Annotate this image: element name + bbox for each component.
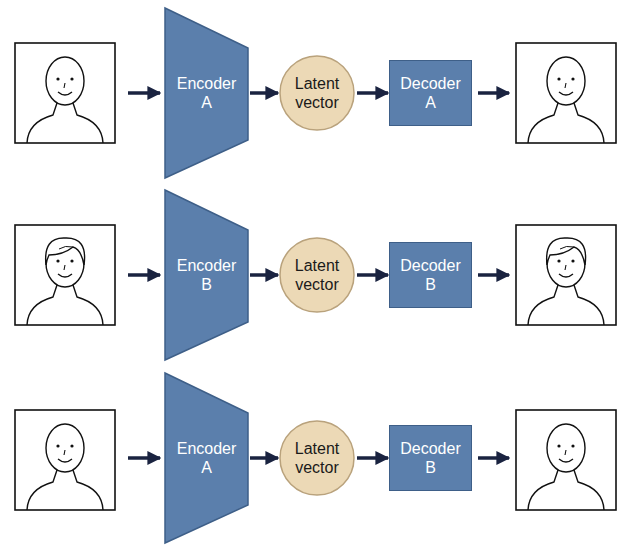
node-label: Encoder A [174, 74, 240, 112]
circle-outline [279, 237, 355, 313]
input-face [15, 225, 115, 325]
node-label: Latent vector [287, 256, 347, 294]
node-label: Decoder B [398, 256, 464, 294]
circle-shape [280, 238, 354, 312]
input-face [15, 410, 115, 510]
trapezoid-outline [165, 190, 248, 360]
trapezoid-shape [165, 373, 248, 543]
connector-arrow [357, 273, 388, 277]
trapezoid-outline [165, 373, 248, 543]
trapezoid-shape [165, 190, 248, 360]
output-face [516, 43, 616, 143]
trapezoid-outline [165, 8, 248, 178]
circle-outline [279, 420, 355, 496]
node-label: Decoder B [398, 439, 464, 477]
connector-arrow [357, 91, 388, 95]
decoder-box: Decoder B [389, 242, 472, 308]
encoder-trapezoid: Encoder A [165, 8, 248, 178]
encoder-trapezoid: Encoder B [165, 190, 248, 360]
connector-arrow [250, 273, 278, 277]
encoder-trapezoid: Encoder A [165, 373, 248, 543]
latent-circle: Latent vector [279, 420, 355, 496]
input-face [15, 43, 115, 143]
decoder-box: Decoder A [389, 60, 472, 126]
circle-outline [279, 55, 355, 131]
output-face [516, 225, 616, 325]
connector-arrow [250, 456, 278, 460]
node-label: Decoder A [398, 74, 464, 112]
node-label: Latent vector [287, 74, 347, 112]
connector-arrow [357, 456, 388, 460]
latent-circle: Latent vector [279, 237, 355, 313]
node-label: Latent vector [287, 439, 347, 477]
output-face [516, 410, 616, 510]
trapezoid-shape [165, 8, 248, 178]
connector-arrow [250, 91, 278, 95]
node-label: Encoder A [174, 439, 240, 477]
node-label: Encoder B [174, 256, 240, 294]
decoder-box: Decoder B [389, 425, 472, 491]
circle-shape [280, 421, 354, 495]
latent-circle: Latent vector [279, 55, 355, 131]
circle-shape [280, 56, 354, 130]
